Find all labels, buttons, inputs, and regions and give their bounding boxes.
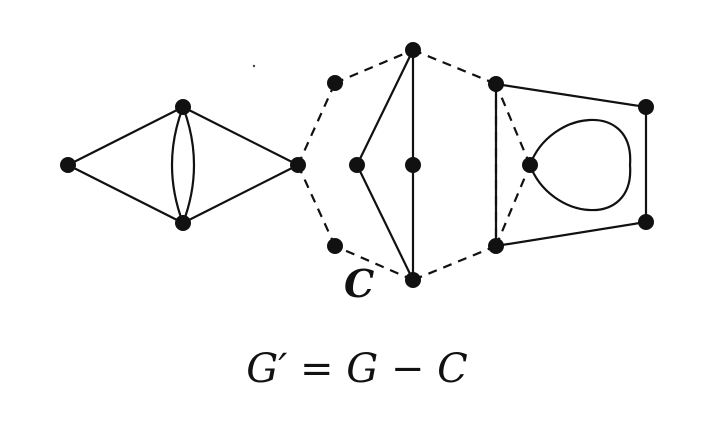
edge-h-g bbox=[355, 48, 415, 167]
edge-h-i bbox=[355, 163, 415, 282]
edge-b-d bbox=[181, 105, 300, 167]
cycle-edge-l-m bbox=[494, 164, 532, 247]
vertex-d bbox=[290, 157, 306, 173]
cycle-edge-m-j bbox=[494, 83, 532, 166]
vertex-g bbox=[405, 42, 421, 58]
vertex-n bbox=[638, 99, 654, 115]
vertex-l bbox=[488, 238, 504, 254]
vertex-o bbox=[638, 214, 654, 230]
vertex-h bbox=[349, 157, 365, 173]
vertex-j bbox=[488, 76, 504, 92]
vertex-c bbox=[175, 215, 191, 231]
stray-dot bbox=[252, 64, 256, 68]
cycle-label: C bbox=[344, 261, 374, 306]
edge-layer bbox=[66, 48, 648, 282]
vertex-e bbox=[327, 75, 343, 91]
cycle-edge-g-j bbox=[412, 48, 497, 86]
vertex-f bbox=[327, 238, 343, 254]
vertex-layer bbox=[60, 42, 654, 288]
edge-a-c bbox=[66, 163, 185, 225]
vertex-k bbox=[405, 157, 421, 173]
edge-o-l bbox=[494, 220, 648, 248]
cycle-edge-e-g bbox=[334, 48, 414, 85]
cycle-edge-i-f bbox=[334, 244, 414, 282]
edge-b-c-multi-right bbox=[181, 105, 196, 225]
cycle-edge-f-d bbox=[296, 164, 337, 247]
edge-j-n bbox=[494, 82, 648, 109]
edge-m-m bbox=[528, 118, 632, 212]
vertex-a bbox=[60, 157, 76, 173]
cycle-edge-l-i bbox=[412, 244, 497, 282]
equation-caption: G′ = G − C bbox=[246, 346, 467, 392]
edge-b-c-multi-left bbox=[170, 105, 185, 225]
vertex-i bbox=[405, 272, 421, 288]
edge-a-b bbox=[66, 105, 185, 167]
cycle-edge-d-e bbox=[296, 82, 337, 166]
vertex-b bbox=[175, 99, 191, 115]
edge-c-d bbox=[181, 163, 300, 225]
vertex-m bbox=[522, 157, 538, 173]
